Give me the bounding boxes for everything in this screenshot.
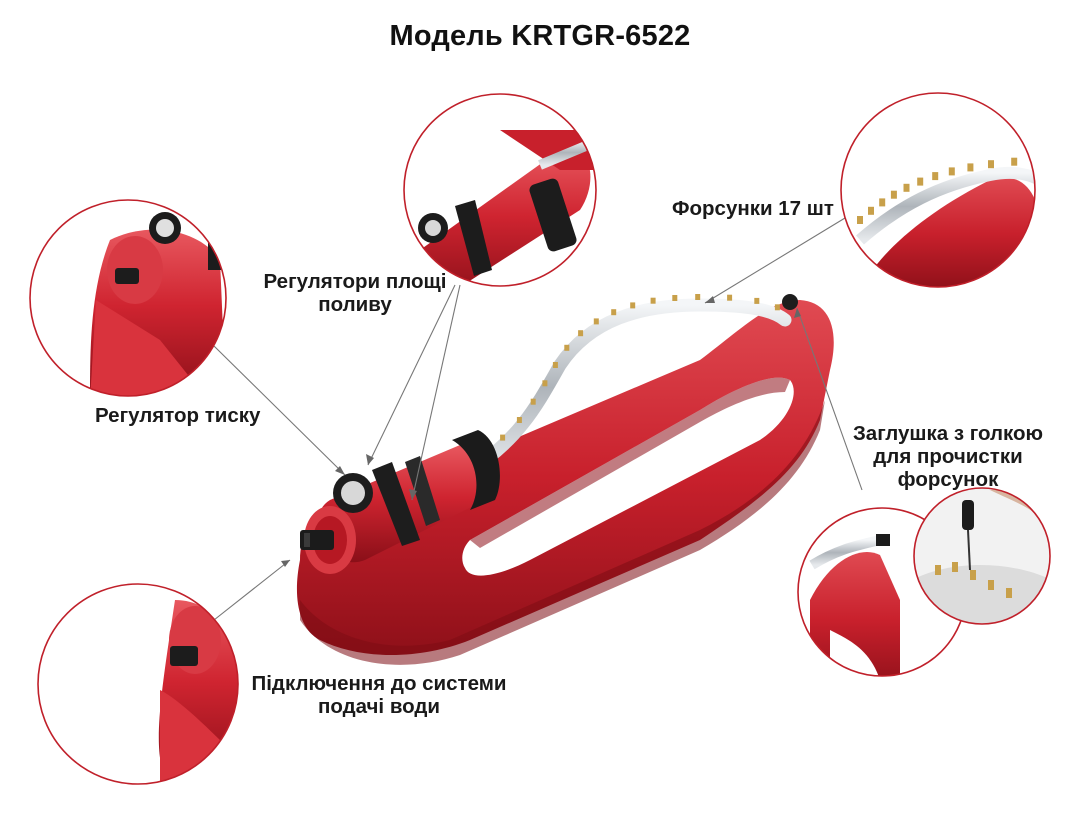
sprinkler-body <box>296 294 834 665</box>
label-connection-line2: подачі води <box>317 695 441 718</box>
nozzle-zoomed <box>879 198 886 207</box>
nozzle-zoomed <box>890 190 897 199</box>
nozzle <box>630 302 636 309</box>
label-plug-line3: форсунок <box>897 468 999 491</box>
nozzle <box>650 297 656 304</box>
nozzle-zoomed <box>988 160 994 169</box>
label-plug: Заглушка з голкою для прочистки форсунок <box>848 422 1048 491</box>
nozzle <box>727 294 733 301</box>
nozzle-zoomed <box>932 172 939 181</box>
nozzle <box>695 294 701 300</box>
leader-lines <box>213 217 863 621</box>
label-plug-line2: для прочистки <box>873 445 1023 468</box>
label-nozzles: Форсунки 17 шт <box>672 197 834 220</box>
detail-area-regulators <box>403 93 597 287</box>
nozzle <box>552 362 558 368</box>
page-title: Модель KRTGR-6522 <box>389 20 691 52</box>
nozzle <box>516 417 522 423</box>
nozzle <box>593 318 599 325</box>
nozzle-zoomed <box>967 163 974 172</box>
detail-pressure-regulator <box>29 199 227 397</box>
nozzle <box>754 297 760 304</box>
label-connection-line1: Підключення до системи <box>251 672 507 695</box>
nozzle-zoomed <box>1037 156 1043 164</box>
arrow-heads <box>281 296 801 567</box>
nozzle <box>611 309 617 316</box>
nozzle-zoomed <box>917 177 924 186</box>
nozzle-zoomed <box>948 167 955 176</box>
area-lever-right <box>405 456 440 526</box>
nozzle <box>672 295 678 301</box>
nozzle-zoomed <box>903 183 910 192</box>
end-plug <box>782 294 798 310</box>
detail-plug <box>797 487 1051 677</box>
label-connection: Підключення до системи подачі води <box>248 672 510 718</box>
nozzle <box>530 398 536 405</box>
nozzle-zoomed <box>868 206 874 215</box>
nozzle-zoomed <box>857 216 863 224</box>
label-plug-line1: Заглушка з голкою <box>852 422 1044 445</box>
nozzle-row <box>479 294 780 458</box>
nozzle-zoomed <box>1011 157 1018 166</box>
label-area-regulators-line2: поливу <box>318 293 392 316</box>
nozzle <box>542 380 548 387</box>
nozzle <box>578 330 584 337</box>
label-area-regulators-line1: Регулятори площі <box>263 270 447 293</box>
detail-nozzles <box>840 92 1043 288</box>
nozzle <box>564 344 570 351</box>
label-pressure-regulator: Регулятор тиску <box>95 404 261 427</box>
nozzle <box>774 304 780 311</box>
detail-connection <box>37 583 239 785</box>
nozzle <box>500 434 506 441</box>
area-lever-left <box>372 462 420 546</box>
label-area-regulators: Регулятори площі поливу <box>255 270 455 316</box>
